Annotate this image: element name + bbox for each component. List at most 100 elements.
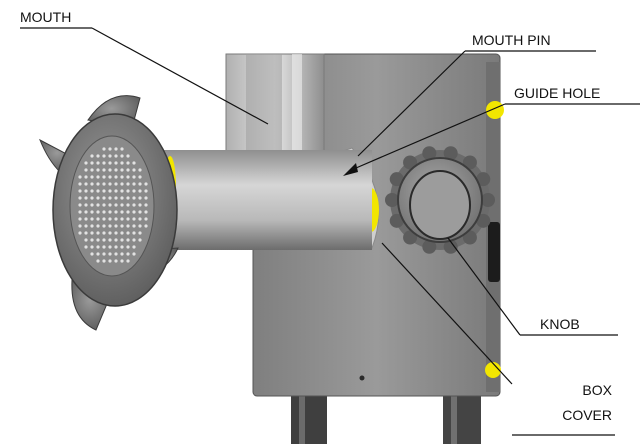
knob-tooth [389, 213, 404, 228]
leader-mouth-pin [357, 50, 466, 157]
plate-hole [90, 217, 94, 221]
plate-hole [126, 203, 130, 207]
knob-tooth [422, 146, 437, 161]
knob-tooth [462, 230, 477, 245]
plate-hole [114, 175, 118, 179]
plate-hole [120, 154, 124, 158]
plate-hole [78, 224, 82, 228]
plate-hole [120, 210, 124, 214]
label-box-cover-line1: BOX [582, 382, 612, 398]
plate-hole [96, 259, 100, 263]
cutting-plate [69, 135, 155, 277]
plate-hole [138, 196, 142, 200]
foot-left [291, 393, 327, 444]
plate-hole [120, 147, 124, 151]
knob-tooth [443, 146, 458, 161]
plate-hole [102, 259, 106, 263]
plate-hole [108, 161, 112, 165]
knob-tooth [389, 172, 404, 187]
plate-hole [120, 224, 124, 228]
plate-hole [114, 161, 118, 165]
guide-hole-arrowhead [343, 163, 358, 176]
plate-hole [96, 189, 100, 193]
plate-hole [108, 210, 112, 214]
plate-hole [132, 161, 136, 165]
plate-hole [114, 224, 118, 228]
plate-hole [84, 224, 88, 228]
plate-hole [102, 252, 106, 256]
plate-hole [78, 189, 82, 193]
plate-hole [90, 231, 94, 235]
plate-hole [126, 224, 130, 228]
plate-hole [102, 231, 106, 235]
plate-hole [90, 224, 94, 228]
plate-hole [138, 182, 142, 186]
plate-hole [90, 175, 94, 179]
plate-hole [90, 182, 94, 186]
plate-hole [102, 238, 106, 242]
knob-tooth [476, 172, 491, 187]
plate-hole [108, 224, 112, 228]
leader-knob [447, 237, 521, 336]
plate-hole [114, 217, 118, 221]
plate-hole [138, 224, 142, 228]
plate-hole [132, 196, 136, 200]
plate-hole [138, 175, 142, 179]
plate-hole [138, 210, 142, 214]
plate-hole [138, 217, 142, 221]
plate-hole [114, 154, 118, 158]
plate-hole [102, 154, 106, 158]
plate-hole [90, 203, 94, 207]
plate-hole [126, 259, 130, 263]
plate-hole [90, 189, 94, 193]
plate-hole [126, 210, 130, 214]
plate-hole [132, 182, 136, 186]
plate-hole [126, 231, 130, 235]
front-nut [39, 95, 179, 331]
plate-hole [96, 154, 100, 158]
plate-hole [114, 147, 118, 151]
plate-hole [114, 168, 118, 172]
label-mouth: MOUTH [20, 9, 72, 25]
plate-hole [102, 189, 106, 193]
plate-hole [96, 168, 100, 172]
plate-hole [120, 231, 124, 235]
knob-tooth [443, 239, 458, 254]
plate-hole [144, 203, 148, 207]
plate-hole [120, 245, 124, 249]
plate-hole [102, 161, 106, 165]
plate-hole [84, 245, 88, 249]
plate-hole [78, 203, 82, 207]
label-guide-hole: GUIDE HOLE [514, 85, 601, 101]
plate-hole [138, 231, 142, 235]
plate-hole [108, 217, 112, 221]
plate-hole [90, 161, 94, 165]
plate-hole [132, 245, 136, 249]
plate-hole [84, 182, 88, 186]
screw-hole [359, 375, 365, 381]
plate-hole [102, 175, 106, 179]
yellow-indicator-top [486, 101, 504, 119]
knob-tooth [481, 193, 495, 207]
plate-hole [138, 189, 142, 193]
plate-hole [96, 203, 100, 207]
plate-hole [126, 161, 130, 165]
plate-hole [138, 168, 142, 172]
plate-hole [96, 196, 100, 200]
plate-hole [102, 182, 106, 186]
plate-hole [78, 196, 82, 200]
plate-hole [102, 196, 106, 200]
plate-hole [108, 154, 112, 158]
plate-hole [132, 189, 136, 193]
plate-hole [96, 161, 100, 165]
plate-hole [78, 231, 82, 235]
plate-hole [132, 203, 136, 207]
plate-hole [102, 168, 106, 172]
label-knob: KNOB [540, 316, 580, 332]
plate-hole [84, 161, 88, 165]
plate-hole [114, 259, 118, 263]
plate-hole [78, 175, 82, 179]
plate-hole [90, 196, 94, 200]
plate-hole [96, 210, 100, 214]
plate-hole [84, 238, 88, 242]
